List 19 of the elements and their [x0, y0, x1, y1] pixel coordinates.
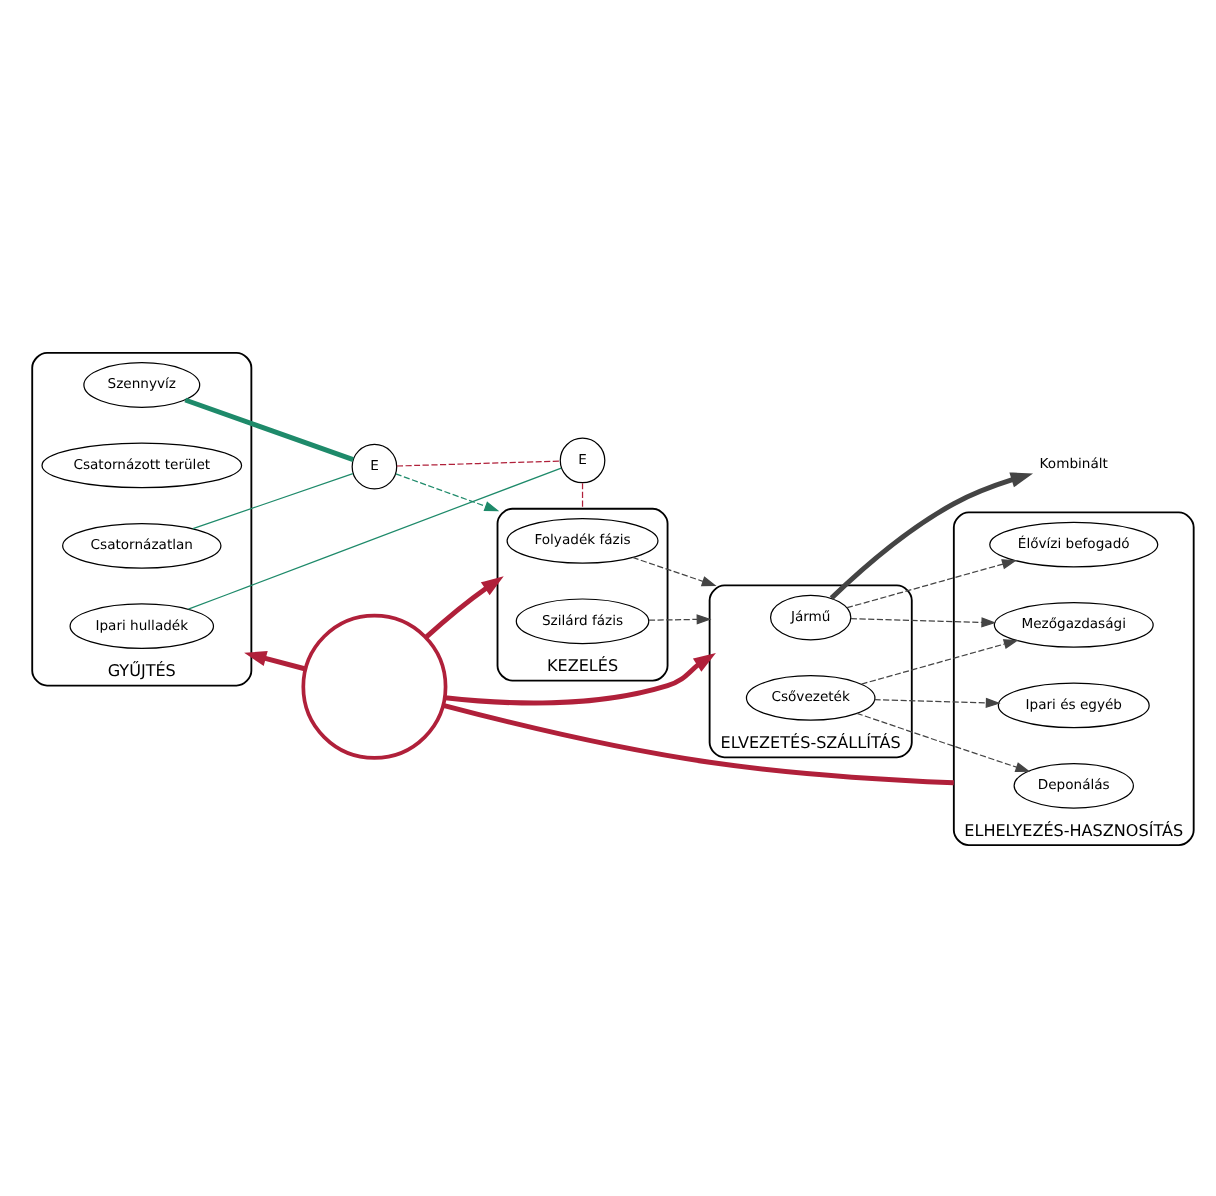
arrow: [244, 649, 307, 671]
connector: [184, 396, 354, 461]
arrow: [424, 575, 504, 639]
connector: [192, 472, 354, 529]
arrow: [444, 652, 716, 705]
node-circle: [301, 612, 448, 759]
connector: [442, 702, 954, 785]
arrow: [395, 472, 500, 511]
arrow: [850, 616, 997, 627]
connector: [187, 466, 562, 609]
arrow: [648, 613, 712, 624]
arrow: [632, 555, 717, 586]
connector: [396, 459, 561, 466]
arrow: [874, 696, 1001, 708]
arrow: [856, 711, 1031, 771]
arrow: [860, 638, 1019, 684]
connector: [581, 481, 584, 509]
arrow: [829, 471, 1034, 599]
arrow: [846, 558, 1017, 608]
